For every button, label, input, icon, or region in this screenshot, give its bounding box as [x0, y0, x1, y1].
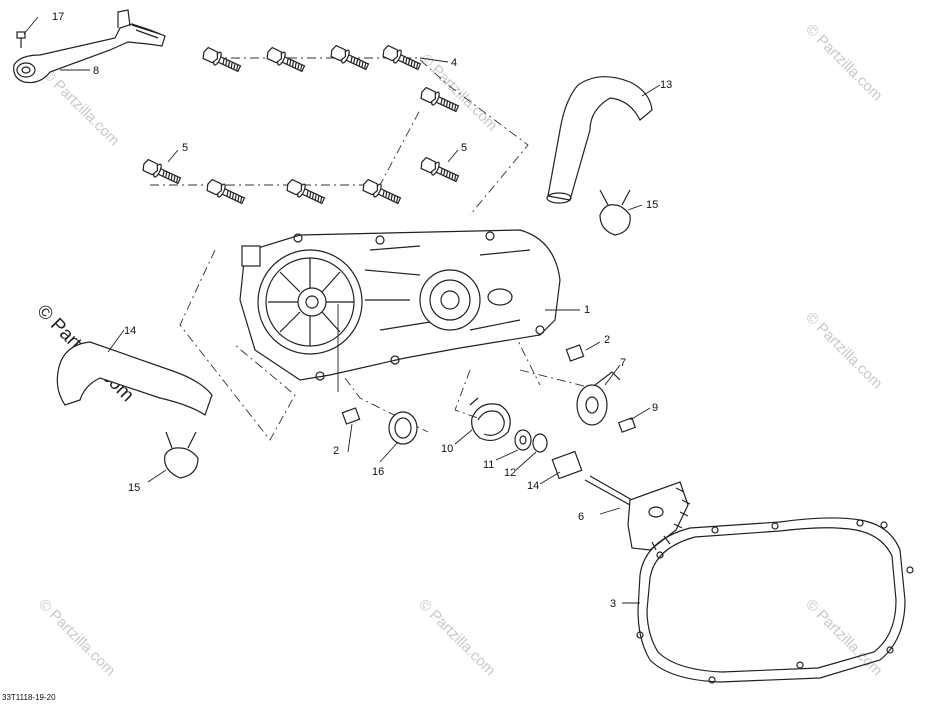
- callout-9: 14: [527, 480, 539, 492]
- flange-bolt: [330, 44, 370, 71]
- callout-11: 7: [620, 357, 626, 369]
- callout-2: 2: [333, 445, 339, 457]
- callout-3: 3: [610, 598, 616, 610]
- callout-10: 6: [578, 511, 584, 523]
- kick-spring-6: [469, 397, 511, 442]
- flange-bolt: [286, 178, 326, 205]
- callout-14: 13: [660, 79, 672, 91]
- air-hose-14-left: [56, 341, 213, 416]
- gasket-3: [636, 517, 914, 684]
- callout-5: 5: [182, 142, 188, 154]
- bearing-16: [388, 411, 418, 445]
- callout-13: 9: [652, 402, 658, 414]
- watermark: © Partzilla.com: [802, 21, 885, 104]
- flange-bolt: [206, 178, 246, 205]
- hose-clamp-15-left: [163, 431, 199, 479]
- flange-bolt: [362, 178, 402, 205]
- callout-16: 16: [372, 466, 384, 478]
- hose-clamp-15-top: [599, 189, 631, 236]
- kick-lever-assembly: [13, 9, 166, 84]
- callout-6: 10: [441, 443, 453, 455]
- flange-bolt: [142, 158, 182, 185]
- diagram-code: 33T1118-19-20: [2, 693, 56, 702]
- flange-bolt: [382, 44, 422, 71]
- washer-7: [514, 429, 532, 451]
- callout-4: 4: [451, 57, 457, 69]
- watermark: © Partzilla.com: [802, 309, 885, 392]
- bolts-5: [142, 44, 460, 205]
- pin-13: [617, 417, 637, 433]
- ratchet-gear-11: [576, 371, 621, 426]
- leader-lines: [23, 16, 661, 604]
- callout-12: 8: [93, 65, 99, 77]
- callout-7: 11: [483, 459, 494, 471]
- cvt-cover-1: [239, 229, 561, 381]
- callout-1: 1: [584, 304, 590, 316]
- watermark: © Partzilla.com: [802, 596, 885, 679]
- callout-15: 15: [128, 482, 140, 494]
- flange-bolt: [420, 86, 460, 113]
- bolt-17: [16, 31, 26, 48]
- watermark: © Partzilla.com: [35, 596, 118, 679]
- kick-shaft-10: [584, 475, 691, 551]
- flange-bolt: [202, 46, 242, 73]
- callout-8: 12: [504, 467, 516, 479]
- circlip-8: [532, 433, 548, 453]
- watermark: © Partzilla.com: [415, 596, 498, 679]
- callout-5: 5: [461, 142, 467, 154]
- flange-bolt: [266, 46, 306, 73]
- air-hose-14-top: [546, 76, 653, 204]
- dowel-pin-2-right: [565, 344, 585, 362]
- watermarks: © Partzilla.com © Partzilla.com © Partzi…: [32, 21, 885, 679]
- flange-bolt: [420, 156, 460, 183]
- kick-lever-12: [13, 9, 166, 84]
- callout-15: 15: [646, 199, 658, 211]
- callout-14: 14: [124, 325, 136, 337]
- callout-2: 2: [604, 334, 610, 346]
- callout-labels: 17 8 4 5 5 13 15 1 2 14 7 9 2 16 10 11 1…: [52, 11, 672, 610]
- watermark: © Partzilla.com: [39, 66, 122, 149]
- dowel-pin-2-left: [341, 407, 361, 425]
- callout-17: 17: [52, 11, 64, 23]
